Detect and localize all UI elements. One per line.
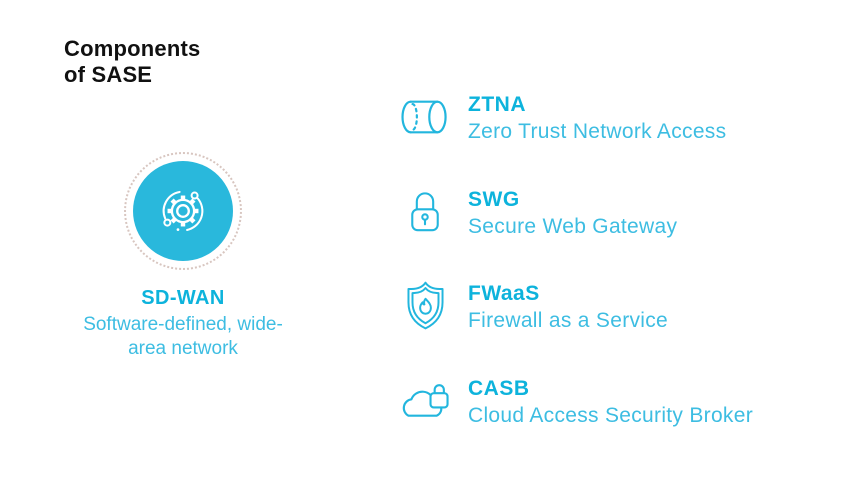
shield-flame-icon	[396, 279, 454, 333]
item-name: Cloud Access Security Broker	[468, 404, 754, 428]
page-title: Components of SASE	[64, 36, 201, 88]
item-abbr: SWG	[468, 188, 520, 211]
hub-label: SD-WAN	[141, 287, 225, 309]
item-text: ZTNA Zero Trust Network Access	[468, 90, 726, 144]
cloud-lock-icon	[396, 374, 454, 428]
list-item-casb: CASB Cloud Access Security Broker	[396, 374, 753, 428]
item-text: CASB Cloud Access Security Broker	[468, 374, 753, 428]
hub-description: Software-defined, wide-area network	[83, 314, 283, 359]
padlock-icon	[396, 185, 454, 239]
gear-network-icon	[162, 190, 204, 232]
item-name: Zero Trust Network Access	[468, 120, 727, 144]
item-abbr: CASB	[468, 377, 530, 400]
hub-sdwan: SD-WAN Software-defined, wide-area netwo…	[70, 152, 296, 361]
component-list: ZTNA Zero Trust Network Access SWG Secur…	[396, 0, 836, 488]
item-abbr: ZTNA	[468, 93, 526, 116]
list-item-fwaas: FWaaS Firewall as a Service	[396, 279, 668, 333]
list-item-ztna: ZTNA Zero Trust Network Access	[396, 90, 726, 144]
item-text: SWG Secure Web Gateway	[468, 185, 677, 239]
tunnel-icon	[396, 90, 454, 144]
item-name: Secure Web Gateway	[468, 215, 678, 239]
item-abbr: FWaaS	[468, 282, 540, 305]
item-name: Firewall as a Service	[468, 309, 669, 333]
item-text: FWaaS Firewall as a Service	[468, 279, 668, 333]
dotted-ring	[124, 152, 242, 270]
hub-circle	[133, 161, 233, 261]
list-item-swg: SWG Secure Web Gateway	[396, 185, 677, 239]
